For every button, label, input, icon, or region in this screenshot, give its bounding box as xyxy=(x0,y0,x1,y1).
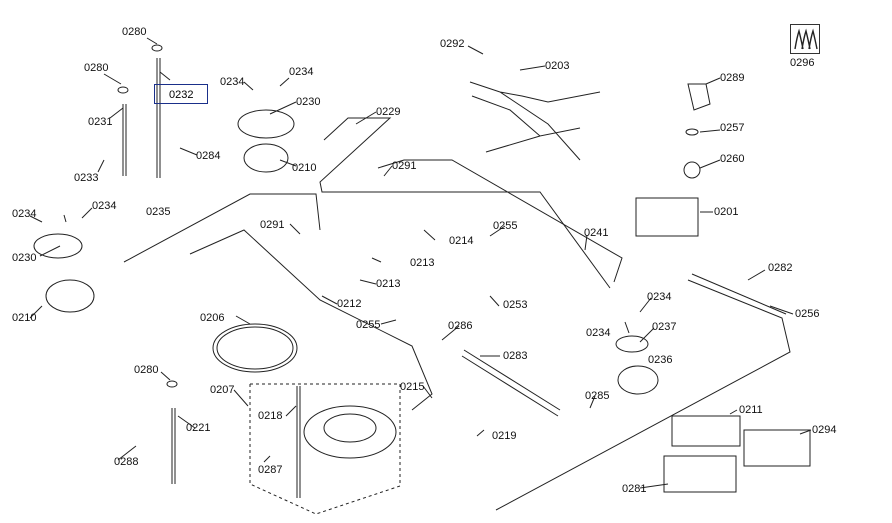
part-label: 0282 xyxy=(768,262,793,274)
part-label: 0289 xyxy=(720,72,745,84)
part-label: 0284 xyxy=(196,150,221,162)
part-label: 0233 xyxy=(74,172,99,184)
part-label: 0234 xyxy=(647,291,672,303)
highlighted-part-label[interactable]: 0232 xyxy=(154,84,208,104)
part-label: 0210 xyxy=(12,312,37,324)
part-label: 0255 xyxy=(493,220,518,232)
part-label: 0215 xyxy=(400,381,425,393)
part-label: 0256 xyxy=(795,308,820,320)
part-label: 0296 xyxy=(790,57,815,69)
part-label: 0280 xyxy=(84,62,109,74)
part-label: 0221 xyxy=(186,422,211,434)
part-label: 0287 xyxy=(258,464,283,476)
part-label: 0291 xyxy=(392,160,417,172)
part-label: 0234 xyxy=(12,208,37,220)
part-label: 0281 xyxy=(622,483,647,495)
part-label: 0255 xyxy=(356,319,381,331)
part-label: 0213 xyxy=(376,278,401,290)
part-label: 0219 xyxy=(492,430,517,442)
part-label: 0257 xyxy=(720,122,745,134)
part-label: 0201 xyxy=(714,206,739,218)
gas-type-icon xyxy=(790,24,820,54)
part-label: 0206 xyxy=(200,312,225,324)
part-label: 0292 xyxy=(440,38,465,50)
part-label: 0231 xyxy=(88,116,113,128)
part-label: 0213 xyxy=(410,257,435,269)
part-label: 0207 xyxy=(210,384,235,396)
part-label: 0288 xyxy=(114,456,139,468)
part-label: 0234 xyxy=(220,76,245,88)
part-label: 0294 xyxy=(812,424,837,436)
part-label: 0283 xyxy=(503,350,528,362)
part-label: 0253 xyxy=(503,299,528,311)
part-label: 0211 xyxy=(739,404,763,416)
part-label: 0260 xyxy=(720,153,745,165)
part-label: 0234 xyxy=(92,200,117,212)
part-label: 0235 xyxy=(146,206,171,218)
part-label: 0218 xyxy=(258,410,283,422)
part-label: 0237 xyxy=(652,321,677,333)
part-label: 0234 xyxy=(289,66,314,78)
part-label: 0203 xyxy=(545,60,570,72)
part-label: 0229 xyxy=(376,106,401,118)
part-label: 0285 xyxy=(585,390,610,402)
part-label: 0241 xyxy=(584,227,609,239)
part-label: 0230 xyxy=(12,252,37,264)
part-label: 0210 xyxy=(292,162,317,174)
part-label: 0230 xyxy=(296,96,321,108)
part-label: 0236 xyxy=(648,354,673,366)
part-label: 0212 xyxy=(337,298,362,310)
part-label: 0286 xyxy=(448,320,473,332)
part-label: 0291 xyxy=(260,219,285,231)
part-label: 0280 xyxy=(134,364,159,376)
part-label: 0214 xyxy=(449,235,474,247)
part-label: 0280 xyxy=(122,26,147,38)
part-label: 0234 xyxy=(586,327,611,339)
